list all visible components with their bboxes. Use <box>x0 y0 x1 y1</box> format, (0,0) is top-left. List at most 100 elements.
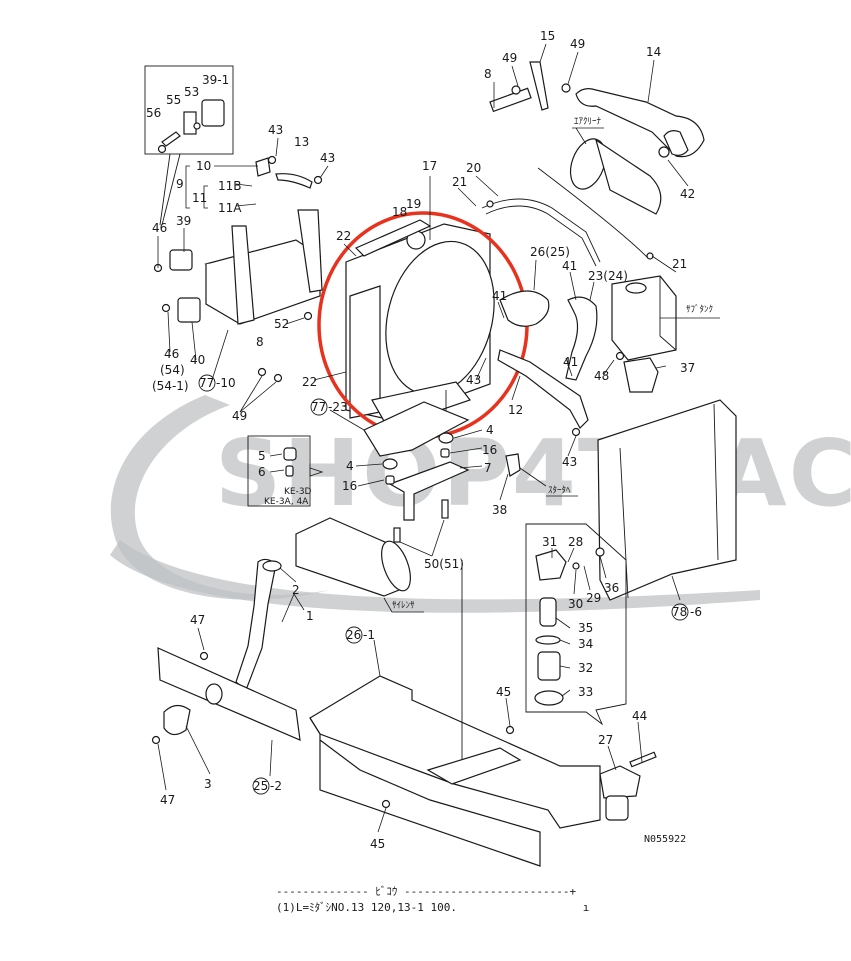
callout-47: 47 <box>160 793 175 807</box>
variant-note-1: KE-3D <box>284 487 312 497</box>
inset-sensor-bracket <box>144 65 234 226</box>
callout-49: 49 <box>502 51 517 65</box>
callout-4: 4 <box>486 423 494 437</box>
svg-text:-6: -6 <box>690 605 702 619</box>
callout-50-51: 50(51) <box>424 557 464 571</box>
callout-11B: 11B <box>218 179 242 193</box>
callout-25-2: 25 <box>253 779 268 793</box>
callout-33: 33 <box>578 685 593 699</box>
callout-38: 38 <box>492 503 507 517</box>
callout-46: 46 <box>164 347 179 361</box>
battery-tray <box>169 209 323 325</box>
fuel-filter-inset <box>525 523 627 726</box>
callout-4: 4 <box>346 459 354 473</box>
callout-12: 12 <box>508 403 523 417</box>
callout-48: 48 <box>594 369 609 383</box>
callout-23-24: 23(24) <box>588 269 628 283</box>
remarks-note: (1)L=ﾐﾀﾞｼNO.13 120,13-1 100. ı <box>276 901 590 914</box>
callout-3: 3 <box>204 777 212 791</box>
callout-35: 35 <box>578 621 593 635</box>
callout-56: 56 <box>146 106 161 120</box>
callout-55: 55 <box>166 93 181 107</box>
leader-lines <box>157 43 689 833</box>
callout-41: 41 <box>562 259 577 273</box>
remarks-heading: -------------- ﾋﾞｺｳ --------------------… <box>276 885 577 898</box>
radiator-mounts <box>247 401 547 543</box>
callout-labels: 8 49 15 49 14 42 39-1 53 55 56 43 13 43 … <box>146 29 702 851</box>
svg-text:-10: -10 <box>216 376 236 390</box>
callout-42: 42 <box>680 187 695 201</box>
callout-45: 45 <box>370 837 385 851</box>
callout-30: 30 <box>568 597 583 611</box>
watermark-text: SHOP4TRAC <box>215 420 851 527</box>
callout-26-25: 26(25) <box>530 245 570 259</box>
callout-78-6: 78 <box>672 605 687 619</box>
drawing-number: N055922 <box>644 834 687 845</box>
svg-text:-2: -2 <box>270 779 282 793</box>
callout-28: 28 <box>568 535 583 549</box>
callout-36: 36 <box>604 581 619 595</box>
callout-46: 46 <box>152 221 167 235</box>
side-cover <box>597 357 737 601</box>
callout-40: 40 <box>190 353 205 367</box>
callout-5: 5 <box>258 449 266 463</box>
callout-77-10: 77 <box>199 376 214 390</box>
callout-41: 41 <box>563 355 578 369</box>
callout-16: 16 <box>342 479 357 493</box>
callout-26-1: 26 <box>346 628 361 642</box>
callout-16: 16 <box>482 443 497 457</box>
callout-53: 53 <box>184 85 199 99</box>
callout-54-1: (54-1) <box>152 379 189 393</box>
muffler-assembly <box>157 517 411 741</box>
starter-note: ｽﾀｰﾀﾍ <box>548 485 571 496</box>
watermark: SHOP4TRAC <box>110 395 851 613</box>
callout-8: 8 <box>484 67 492 81</box>
callout-8: 8 <box>256 335 264 349</box>
callout-10: 10 <box>196 159 211 173</box>
variant-note-2: KE-3A, 4A <box>264 497 309 507</box>
callout-13: 13 <box>294 135 309 149</box>
callout-41: 41 <box>492 289 507 303</box>
callout-49: 49 <box>570 37 585 51</box>
callout-39-1: 39-1 <box>202 73 229 87</box>
callout-43: 43 <box>268 123 283 137</box>
callout-17: 17 <box>422 159 437 173</box>
frame <box>309 560 601 867</box>
callout-43: 43 <box>320 151 335 165</box>
callout-14: 14 <box>646 45 661 59</box>
callout-22: 22 <box>336 229 351 243</box>
callout-20: 20 <box>466 161 481 175</box>
callout-11: 11 <box>192 191 207 205</box>
svg-text:-1: -1 <box>363 628 375 642</box>
callout-45: 45 <box>496 685 511 699</box>
callout-44: 44 <box>632 709 647 723</box>
callout-2: 2 <box>292 583 300 597</box>
remarks-footer: -------------- ﾋﾞｺｳ --------------------… <box>276 884 651 916</box>
air-cleaner-assembly <box>489 61 705 215</box>
callout-7: 7 <box>484 461 492 475</box>
callout-39: 39 <box>176 214 191 228</box>
callout-52: 52 <box>274 317 289 331</box>
callout-49: 49 <box>232 409 247 423</box>
callout-54: (54) <box>160 363 185 377</box>
air-cleaner-note: ｴｱｸﾘｰﾅ <box>574 116 602 127</box>
callout-77-23: 77 <box>311 400 326 414</box>
callout-47: 47 <box>190 613 205 627</box>
callout-11A: 11A <box>218 201 242 215</box>
callout-37: 37 <box>680 361 695 375</box>
fuel-filter <box>599 751 657 821</box>
annotations: ｴｱｸﾘｰﾅ ｻﾌﾞﾀﾝｸ ｻｲﾚﾝｻ ｽﾀｰﾀﾍ KE-3D KE-3A, 4… <box>264 116 720 613</box>
callout-21: 21 <box>452 175 467 189</box>
callout-18: 18 <box>392 205 407 219</box>
callout-29: 29 <box>586 591 601 605</box>
svg-text:-23: -23 <box>328 400 348 414</box>
sub-tank-note: ｻﾌﾞﾀﾝｸ <box>686 304 713 315</box>
callout-9: 9 <box>176 177 184 191</box>
muffler-note: ｻｲﾚﾝｻ <box>392 600 415 611</box>
callout-21: 21 <box>672 257 687 271</box>
fasteners <box>151 144 654 809</box>
callout-15: 15 <box>540 29 555 43</box>
callout-1: 1 <box>306 609 314 623</box>
callout-43: 43 <box>466 373 481 387</box>
callout-32: 32 <box>578 661 593 675</box>
